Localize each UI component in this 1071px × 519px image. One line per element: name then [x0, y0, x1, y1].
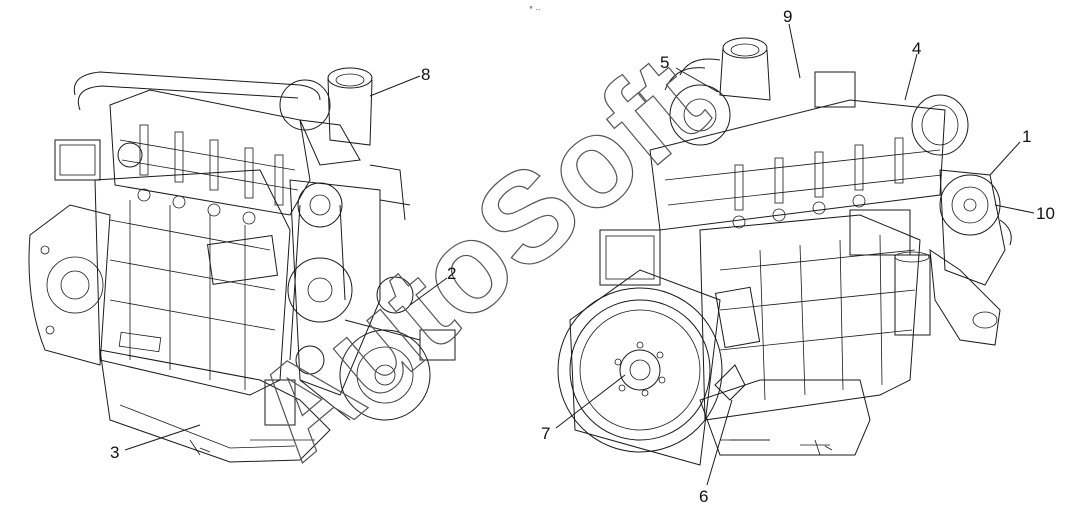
watermark: AutoSoft: [225, 29, 732, 487]
turbo-outlet-left: [327, 67, 373, 89]
leader-line-9: [788, 23, 801, 79]
flywheel-housing-left: [28, 204, 111, 366]
cylinder-head-left: [109, 89, 311, 216]
flywheel-right: [557, 287, 723, 453]
turbocharger-right: [669, 84, 731, 146]
alternator-pulley: [287, 257, 353, 323]
injection-pump-left: [206, 235, 279, 285]
leader-line-5: [675, 67, 719, 93]
fuel-filter-right: [849, 209, 911, 256]
flywheel-housing-right: [569, 269, 721, 466]
turbo-inlet-right: [722, 37, 768, 59]
leader-line-3: [124, 424, 201, 451]
injection-pump-right: [599, 229, 661, 286]
callout-2: 2: [447, 264, 456, 283]
intake-pipe-left: [73, 71, 321, 101]
left-engine-drawing: [28, 67, 456, 463]
callout-1: 1: [1022, 127, 1031, 146]
oil-pan-right: [699, 379, 871, 456]
leader-line-4: [904, 53, 918, 101]
breather-right: [911, 94, 969, 156]
leader-line-10: [994, 204, 1035, 214]
callout-6: 6: [699, 487, 708, 506]
oil-filter-right: [894, 254, 931, 336]
front-cover-left: [289, 179, 381, 396]
leader-line-2: [409, 277, 448, 306]
filter-housing-left: [54, 139, 101, 181]
exhaust-elbow-right: [814, 71, 856, 108]
leader-line-7: [555, 374, 626, 429]
callout-5: 5: [660, 53, 669, 72]
leader-line-1: [989, 141, 1021, 176]
callout-10: 10: [1036, 204, 1055, 223]
oil-pan: [99, 349, 331, 463]
engine-mount-right: [929, 248, 1001, 346]
leader-line-6: [706, 399, 733, 486]
crank-pulley-left: [339, 329, 431, 421]
callout-8: 8: [421, 65, 430, 84]
cylinder-head-right: [649, 99, 946, 231]
callout-3: 3: [110, 443, 119, 462]
oil-filter-left: [264, 379, 296, 426]
front-pulley-right: [939, 174, 1001, 236]
engine-block-right: [699, 214, 921, 421]
watermark-text: AutoSoft: [226, 30, 732, 487]
fan-pulley-left: [297, 182, 343, 228]
top-mark: ⚬ ‥: [528, 5, 540, 12]
right-engine-drawing: [557, 37, 1012, 466]
leader-line-8: [369, 75, 421, 97]
callout-7: 7: [541, 424, 550, 443]
starter-right: [714, 286, 761, 349]
callout-4: 4: [912, 39, 921, 58]
callouts: 8 2 3 9 5 4 1 10 7 6: [110, 7, 1055, 506]
callout-9: 9: [783, 7, 792, 26]
